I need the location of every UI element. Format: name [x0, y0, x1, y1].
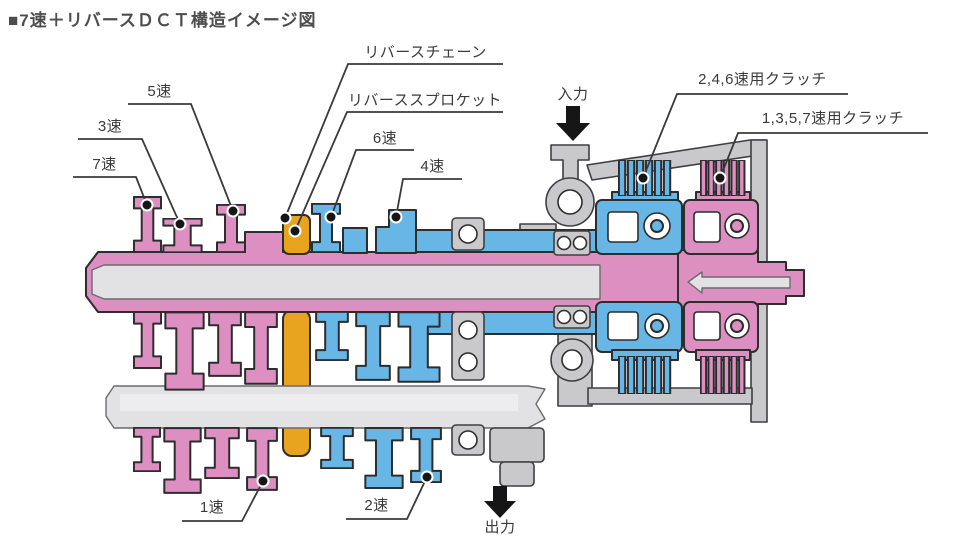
label-output: 出力 — [484, 519, 516, 536]
clutch-even-246 — [595, 160, 683, 394]
label-input: 入力 — [557, 86, 589, 103]
label-gear4: 4速 — [420, 158, 445, 175]
leader-clutch-odd — [719, 132, 928, 179]
leader-gear1 — [182, 480, 264, 522]
callout-dot-gear5 — [226, 204, 240, 218]
callout-dot-gear4 — [389, 210, 403, 224]
label-gear6: 6速 — [372, 130, 398, 147]
callout-dot-clutch-even — [636, 171, 650, 185]
leader-reverse-chain — [284, 63, 503, 219]
label-reverse-chain: リバースチェーン — [364, 44, 487, 61]
even-gears-blue — [311, 203, 442, 489]
diagram-title: ■7速＋リバースＤＣＴ構造イメージ図 — [8, 11, 317, 30]
annotation-layer — [73, 63, 928, 522]
leader-gear2 — [346, 476, 428, 520]
lower-shaft — [105, 385, 546, 429]
leader-gear6 — [330, 149, 414, 218]
callout-dot-gear3 — [173, 217, 187, 231]
leader-gear4 — [395, 178, 462, 218]
leader-reverse-sprocket — [294, 111, 503, 232]
label-reverse-sprocket: リバーススプロケット — [347, 92, 503, 109]
callout-dot-gear2 — [420, 470, 434, 484]
callout-dot-reverse-sprocket — [288, 224, 302, 238]
callout-dot-gear7 — [140, 198, 154, 212]
leader-gear5 — [128, 103, 234, 212]
label-gear7: 7速 — [92, 156, 117, 173]
input-bracket — [550, 144, 590, 181]
label-gear5: 5速 — [147, 83, 172, 100]
leader-gear7 — [73, 176, 148, 206]
bearings — [451, 177, 595, 456]
output-arrow — [484, 486, 516, 518]
callout-dot-gear6 — [324, 210, 338, 224]
clutch-odd-1357 — [683, 160, 759, 394]
leader-clutch-even — [642, 93, 848, 179]
callout-dot-reverse-chain — [278, 211, 292, 225]
leader-gear3 — [78, 138, 181, 225]
output-flange — [489, 427, 545, 487]
callout-dot-gear1 — [256, 474, 270, 488]
label-gear3: 3速 — [97, 118, 123, 135]
label-clutch-odd: 1,3,5,7速用クラッチ — [761, 110, 905, 127]
label-gear2: 2速 — [364, 497, 389, 514]
reverse-chain-strip — [282, 309, 311, 457]
label-clutch-even: 2,4,6速用クラッチ — [698, 71, 827, 88]
input-arrow — [556, 106, 590, 141]
shaft-core-right — [687, 271, 791, 294]
label-gear1: 1速 — [199, 499, 225, 516]
shaft-core — [91, 264, 601, 300]
callout-dot-clutch-odd — [713, 171, 727, 185]
